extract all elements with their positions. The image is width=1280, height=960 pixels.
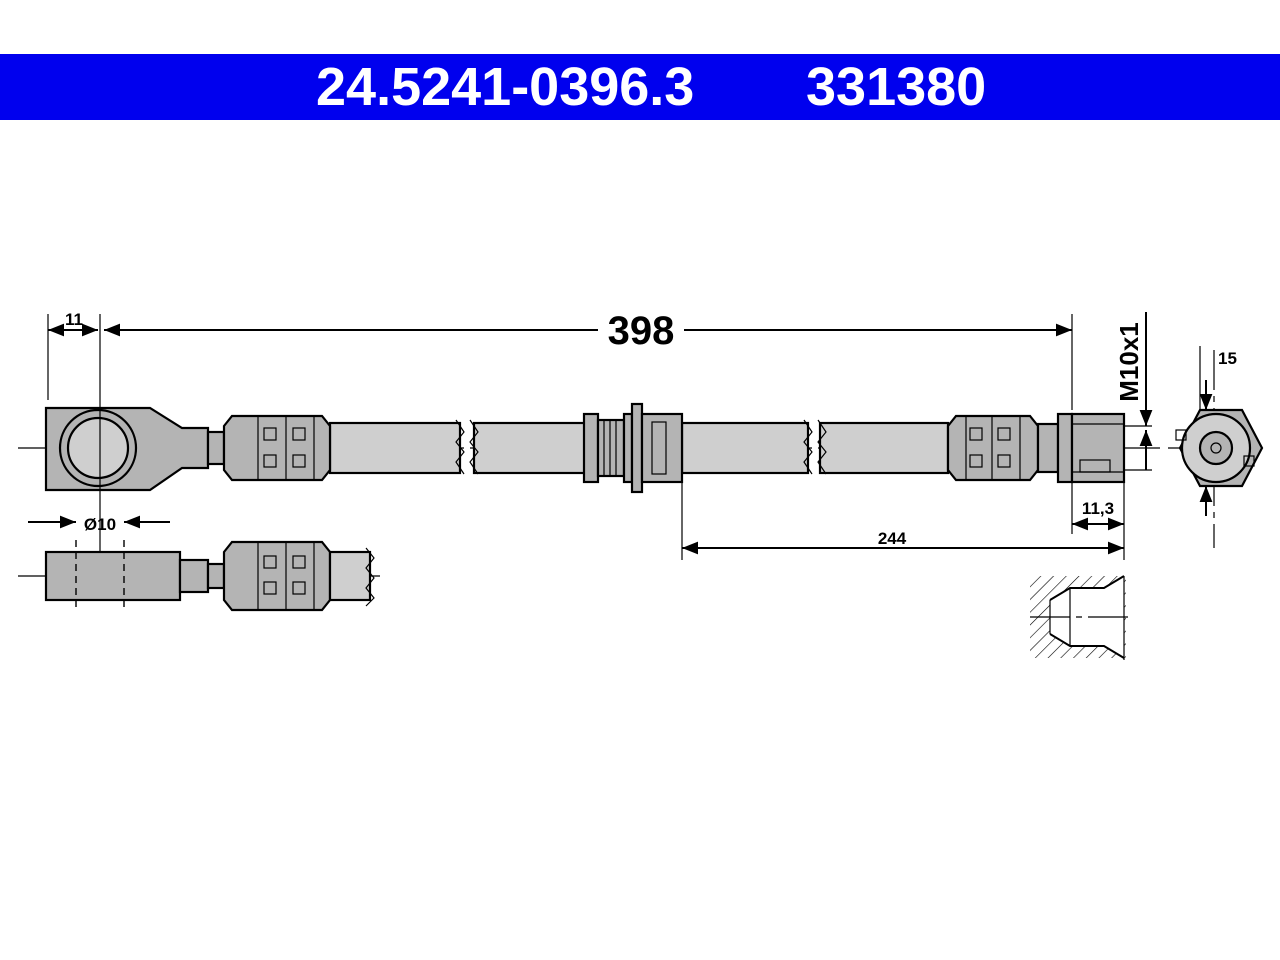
hex-end-view	[1168, 350, 1264, 548]
eye-offset-label: 11	[65, 310, 83, 329]
fitting-length-label: 11,3	[1082, 499, 1114, 518]
threaded-fitting	[1036, 412, 1126, 484]
crimp-ferrule-left	[222, 414, 332, 482]
middle-bracket	[582, 402, 684, 494]
oe-part-number: 331380	[806, 57, 987, 117]
banjo-side-view	[18, 540, 380, 612]
port-section-view	[1030, 575, 1130, 660]
hose-segment	[328, 421, 950, 475]
ate-part-number: 24.5241-0396.3	[316, 57, 695, 117]
break-mark	[455, 419, 827, 475]
crimp-ferrule-right	[946, 414, 1040, 482]
header-bar	[0, 54, 1280, 120]
banjo-eye	[44, 406, 226, 492]
hex-size-label: 15	[1218, 349, 1237, 368]
thread-label: M10x1	[1114, 322, 1144, 402]
total-length-label: 398	[608, 309, 675, 353]
bracket-position-label: 244	[878, 529, 907, 548]
eye-bore-label: Ø10	[84, 515, 116, 534]
